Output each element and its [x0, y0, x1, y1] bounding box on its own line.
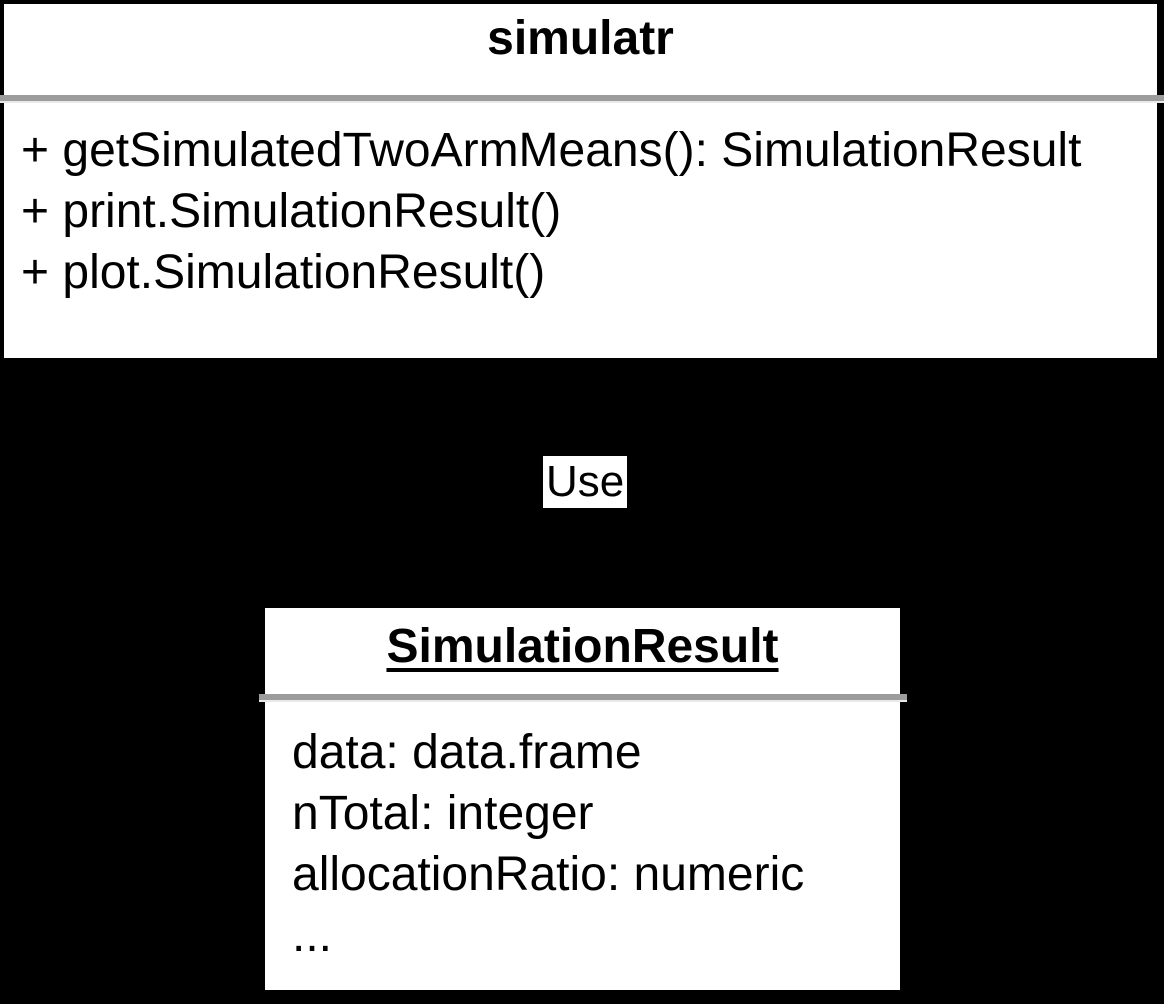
- attribute-item: allocationRatio: numeric: [292, 848, 805, 901]
- method-item: + print.SimulationResult(): [21, 185, 562, 238]
- attribute-item: nTotal: integer: [292, 787, 594, 840]
- method-item: + plot.SimulationResult(): [21, 246, 546, 299]
- class-title-simulatr: simulatr: [487, 12, 674, 65]
- class-box-simulation-result: SimulationResult data: data.frame nTotal:…: [259, 604, 907, 994]
- method-list: + getSimulatedTwoArmMeans(): SimulationR…: [4, 120, 1157, 303]
- title-separator-line: [0, 95, 1164, 103]
- title-separator-line: [259, 694, 907, 702]
- class-title-simulation-result: SimulationResult: [386, 620, 779, 673]
- attribute-item: data: data.frame: [292, 726, 642, 779]
- class-box-simulatr: simulatr + getSimulatedTwoArmMeans(): Si…: [0, 0, 1164, 362]
- attribute-item: ...: [292, 909, 333, 962]
- method-item: + getSimulatedTwoArmMeans(): SimulationR…: [21, 124, 1082, 177]
- use-relationship-label: Use: [543, 456, 628, 508]
- attribute-list: data: data.frame nTotal: integer allocatio…: [265, 722, 900, 966]
